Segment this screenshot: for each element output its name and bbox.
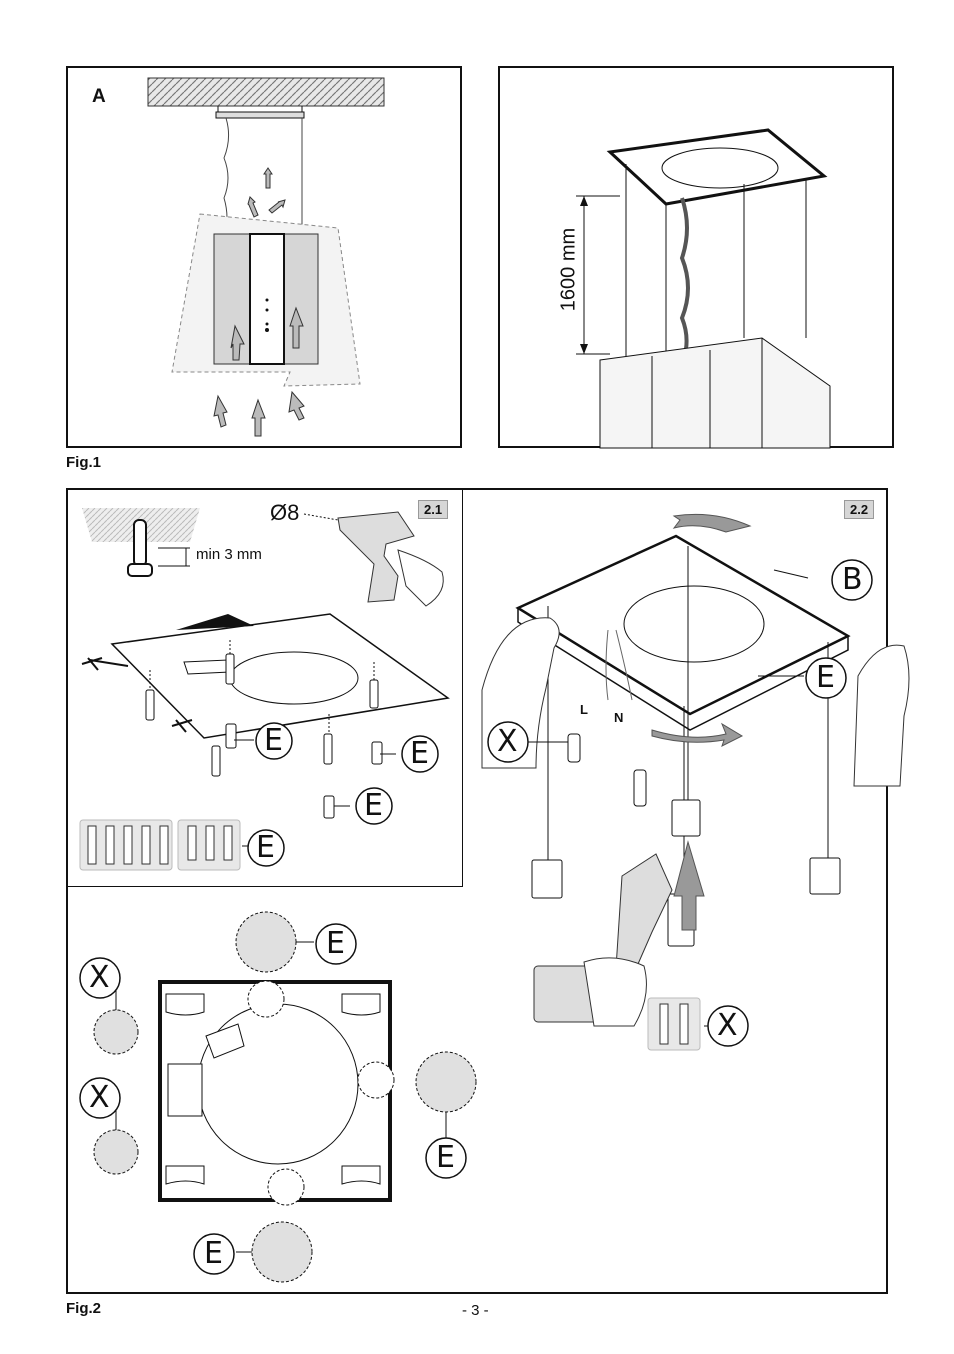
step-21-subpanel <box>68 490 463 887</box>
callout-e-2: E <box>410 736 429 771</box>
callout-x-1: X <box>497 724 518 759</box>
callout-e-7: E <box>436 1140 455 1175</box>
step-22-tag: 2.2 <box>844 500 875 519</box>
callout-e-4: E <box>256 830 275 865</box>
step-21-tag: 2.1 <box>418 500 449 519</box>
fig2-panel: 2.1 2.2 <box>66 488 910 1294</box>
hood-airflow-illustration <box>147 77 385 437</box>
callout-x-2: X <box>717 1008 738 1043</box>
wire-n-label: N <box>614 710 624 725</box>
callout-e-1: E <box>264 723 283 758</box>
page-number: - 3 - <box>462 1302 489 1319</box>
callout-e-3: E <box>364 788 383 823</box>
bracket-height-illustration <box>576 128 831 449</box>
installation-illustration <box>79 508 910 1283</box>
min-depth-label: min 3 mm <box>196 546 262 563</box>
callout-e-6: E <box>326 926 345 961</box>
fig1-panel-a: A <box>66 66 462 448</box>
wire-l-label: L <box>580 702 588 717</box>
height-dimension-label: 1600 mm <box>557 227 580 312</box>
panel-a-letter: A <box>92 86 106 107</box>
callout-x-4: X <box>89 1080 110 1115</box>
drill-diameter-label: Ø8 <box>270 500 300 525</box>
callout-e-8: E <box>204 1236 223 1271</box>
ceiling-block <box>147 77 385 107</box>
fig1-panel-bracket: 1600 mm <box>498 66 894 449</box>
callout-e-5: E <box>816 660 835 695</box>
fig2-label: Fig.2 <box>66 1300 102 1317</box>
callout-x-3: X <box>89 960 110 995</box>
fig1-label: Fig.1 <box>66 454 102 471</box>
callout-b: B <box>842 562 863 597</box>
